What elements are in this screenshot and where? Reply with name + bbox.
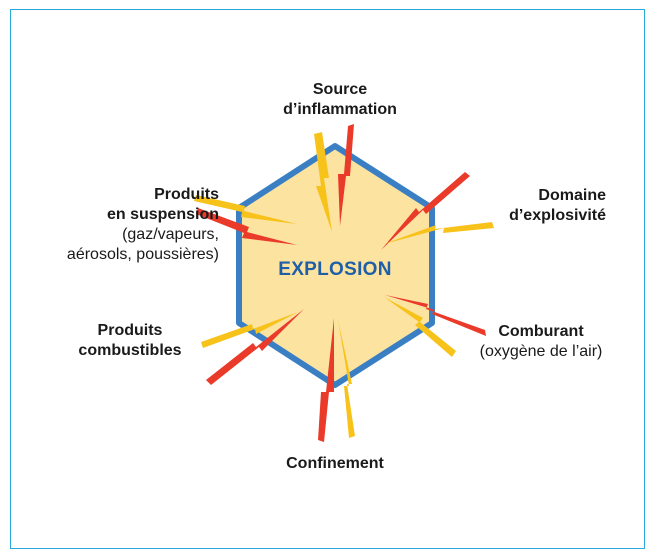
flash-left-red (206, 309, 304, 385)
label-confinement: Confinement (255, 454, 415, 474)
flash-bottom-yellow (338, 320, 355, 438)
comburant-sub: (oxygène de l’air) (479, 343, 603, 360)
flash-bottom-red (318, 318, 334, 442)
label-source-inflammation: Source d’inflammation (265, 80, 415, 120)
flash-upper-left-yellow (194, 195, 297, 224)
flash-right-yellow (384, 297, 456, 357)
domaine-line2: d’explosivité (509, 207, 606, 224)
source-line2: d’inflammation (283, 101, 397, 118)
suspension-line2: en suspension (106, 206, 219, 223)
flash-left-yellow (201, 312, 298, 348)
explosion-center-label: EXPLOSION (278, 259, 392, 280)
comburant-line1: Comburant (498, 323, 584, 340)
source-line1: Source (312, 81, 368, 98)
label-comburant: Comburant (oxygène de l’air) (456, 322, 626, 362)
confinement-line1: Confinement (286, 455, 384, 472)
suspension-line1: Produits (154, 186, 219, 203)
flash-upper-right-red (381, 172, 470, 250)
combustibles-line1: Produits (97, 322, 163, 339)
suspension-sub1: (gaz/vapeurs, (122, 226, 219, 243)
explosion-hexagon-diagram (194, 124, 494, 442)
flash-upper-right-yellow (384, 222, 494, 244)
suspension-sub2: aérosols, poussières) (66, 246, 219, 263)
label-domaine-explosivite: Domaine d’explosivité (446, 186, 606, 226)
label-produits-combustibles: Produits combustibles (55, 321, 205, 361)
flash-top-red (338, 124, 354, 226)
combustibles-line2: combustibles (78, 342, 182, 359)
label-produits-suspension: Produits en suspension (gaz/vapeurs, aér… (19, 185, 219, 265)
flash-upper-left-red (196, 208, 297, 245)
flash-top-yellow (314, 132, 332, 232)
domaine-line1: Domaine (538, 187, 606, 204)
